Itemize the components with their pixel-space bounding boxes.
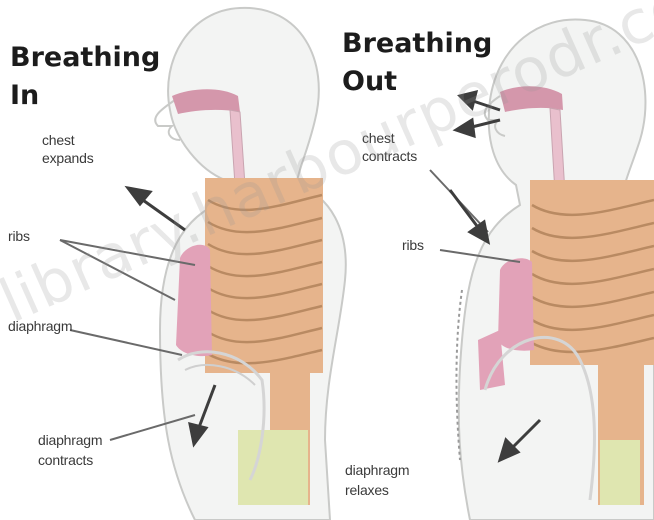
- right-abdomen: [600, 440, 640, 505]
- label-diaphragm-relaxes-line1: diaphragm: [345, 462, 409, 479]
- label-diaphragm-relaxes-line2: relaxes: [345, 482, 389, 499]
- label-chest-expands-line2: expands: [42, 150, 94, 167]
- label-left-ribs: ribs: [8, 228, 30, 245]
- label-diaphragm-contracts-line2: contracts: [38, 452, 93, 469]
- left-abdomen: [238, 430, 308, 505]
- label-right-ribs: ribs: [402, 237, 424, 254]
- right-lung: [498, 258, 534, 350]
- label-chest-expands-line1: chest: [42, 132, 74, 149]
- left-title-line1: Breathing: [10, 40, 160, 76]
- right-title-line1: Breathing: [342, 26, 492, 62]
- label-diaphragm-contracts-line1: diaphragm: [38, 432, 102, 449]
- left-title-line2: In: [10, 78, 39, 114]
